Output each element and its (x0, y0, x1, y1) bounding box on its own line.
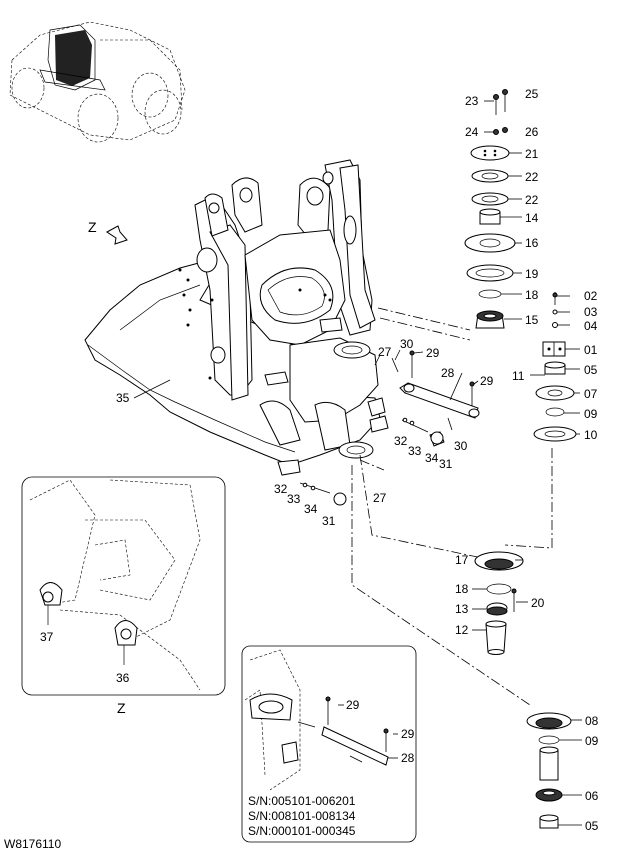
callout-12: 12 (455, 623, 469, 637)
callout-24: 24 (465, 125, 479, 139)
lower-bushing-stack (526, 712, 572, 829)
drawing-code: W8176110 (4, 837, 61, 851)
callout-37: 37 (40, 630, 54, 644)
callout-13: 13 (455, 602, 469, 616)
z-detail-view: Z (21, 476, 226, 716)
callout-22a: 22 (525, 170, 539, 184)
callout-28b: 28 (401, 751, 415, 765)
serial-variant-view: S/N:005101-006201 S/N:008101-008134 S/N:… (241, 645, 417, 843)
mid-bushing-stack (474, 551, 524, 655)
callout-32a: 32 (394, 434, 408, 448)
callout-labels: 23 25 24 26 21 22 22 14 16 19 18 15 02 0… (40, 87, 599, 833)
callout-04: 04 (584, 319, 598, 333)
callout-05b: 05 (585, 819, 599, 833)
callout-21: 21 (525, 147, 539, 161)
upper-bushing-stack (464, 89, 516, 329)
serial-number-2: S/N:008101-008134 (248, 809, 356, 823)
callout-01: 01 (584, 343, 598, 357)
callout-05a: 05 (584, 363, 598, 377)
joint-stack-right (530, 292, 577, 442)
callout-33a: 33 (408, 444, 422, 458)
callout-31b: 31 (322, 514, 336, 528)
center-frame (84, 159, 389, 476)
callout-31a: 31 (439, 457, 453, 471)
callout-06: 06 (585, 789, 599, 803)
callout-17: 17 (455, 553, 469, 567)
callout-10: 10 (584, 428, 598, 442)
callout-25: 25 (525, 87, 539, 101)
callout-29a: 29 (426, 346, 440, 360)
callout-34b: 34 (304, 502, 318, 516)
callout-09a: 09 (584, 407, 598, 421)
callout-34a: 34 (425, 451, 439, 465)
callout-30a: 30 (400, 337, 414, 351)
callout-07: 07 (584, 387, 598, 401)
callout-08: 08 (585, 714, 599, 728)
z-view-arrow: Z (88, 219, 128, 245)
callout-03: 03 (584, 305, 598, 319)
frame-bolts (178, 268, 332, 380)
serial-number-3: S/N:000101-000345 (248, 824, 356, 838)
callout-27b: 27 (373, 491, 387, 505)
callout-27a: 27 (378, 345, 392, 359)
callout-28a: 28 (441, 366, 455, 380)
callout-35: 35 (116, 391, 130, 405)
callout-18b: 18 (455, 582, 469, 596)
serial-number-1: S/N:005101-006201 (248, 794, 356, 808)
callout-23: 23 (465, 94, 479, 108)
z-view-title: Z (117, 700, 126, 716)
z-arrow-label: Z (88, 219, 97, 235)
link-bar-28 (391, 350, 480, 447)
callout-33b: 33 (287, 492, 301, 506)
callout-14: 14 (525, 211, 539, 225)
callout-22b: 22 (525, 193, 539, 207)
pin-group-lower (299, 482, 347, 506)
callout-20: 20 (531, 596, 545, 610)
loader-thumbnail (9, 21, 186, 143)
callout-16: 16 (525, 236, 539, 250)
callout-36: 36 (116, 671, 130, 685)
callout-30b: 30 (454, 439, 468, 453)
callout-29b: 29 (480, 374, 494, 388)
callout-29d: 29 (401, 727, 415, 741)
callout-26: 26 (525, 125, 539, 139)
callout-09b: 09 (585, 734, 599, 748)
callout-32b: 32 (274, 482, 288, 496)
callout-29c: 29 (346, 698, 360, 712)
leader-lines (351, 307, 553, 706)
callout-15: 15 (525, 313, 539, 327)
callout-11: 11 (512, 369, 525, 383)
callout-19: 19 (525, 267, 539, 281)
callout-18a: 18 (525, 288, 539, 302)
callout-02: 02 (584, 289, 598, 303)
callout-leaders (133, 100, 582, 826)
